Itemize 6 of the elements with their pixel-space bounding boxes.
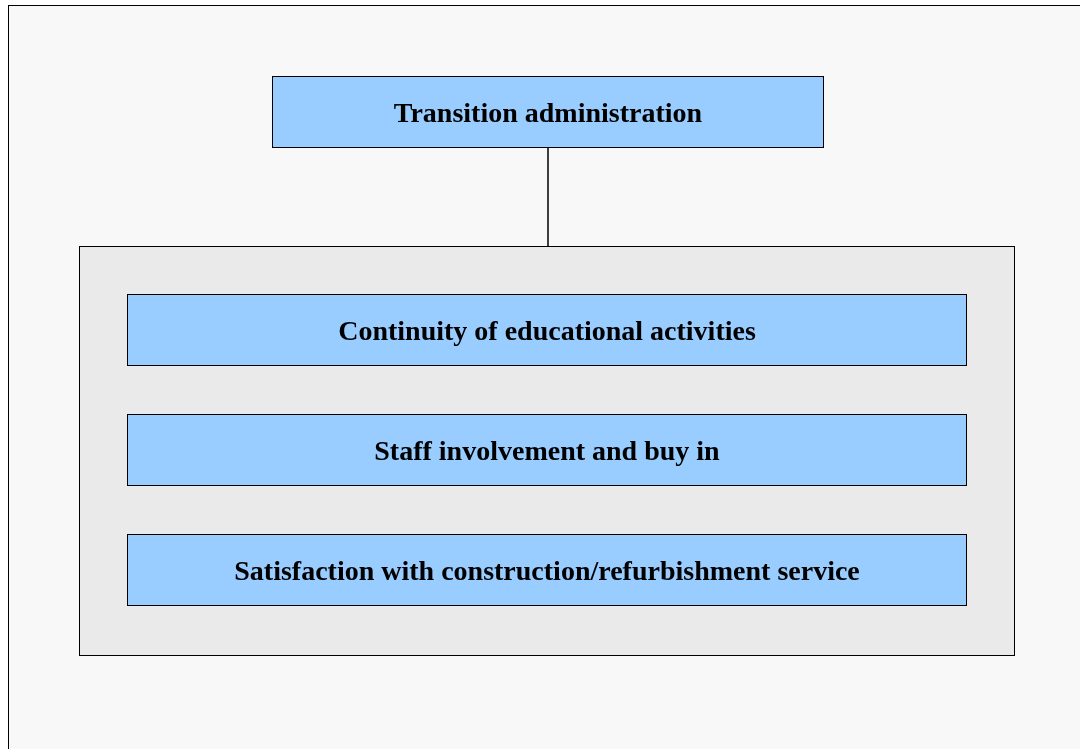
label-box: Continuity of educational activities [127, 294, 967, 366]
label-box: Staff involvement and buy in [127, 414, 967, 486]
label-box: Satisfaction with construction/refurbishment service [127, 534, 967, 606]
connector-line [547, 147, 549, 247]
label-box: Transition administration [272, 76, 824, 148]
group-panel [79, 246, 1015, 656]
